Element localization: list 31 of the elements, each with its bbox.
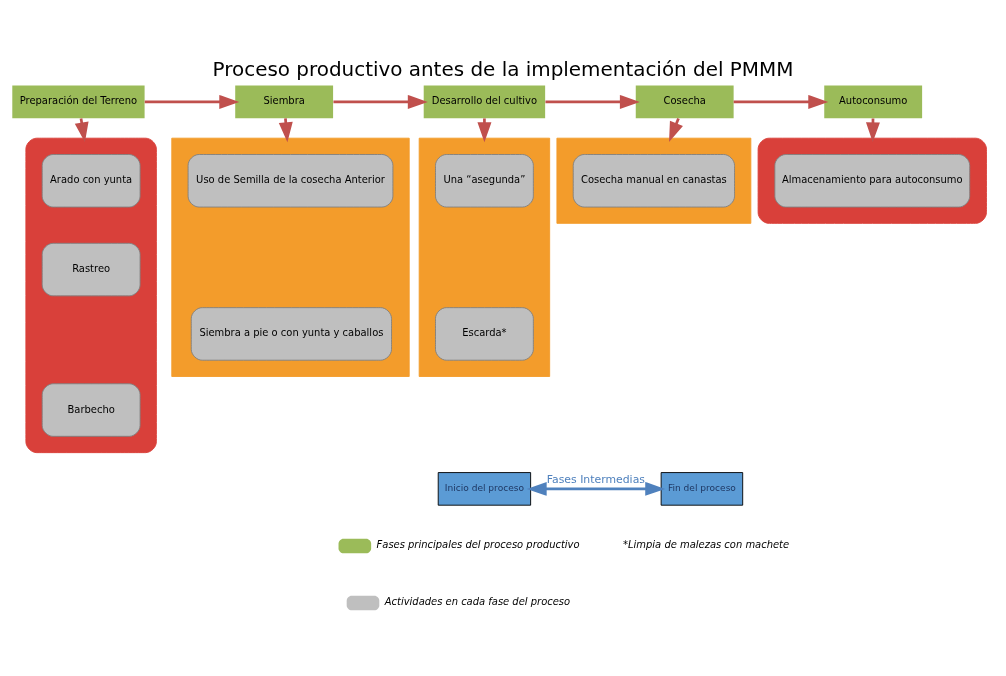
cluster xyxy=(556,137,752,224)
node-box: Preparación del Terreno xyxy=(12,85,145,119)
node-box: Almacenamiento para autoconsumo xyxy=(774,154,971,208)
arrow xyxy=(545,94,640,109)
diagram-title: Proceso productivo antes de la implementación del PMMM xyxy=(212,58,794,82)
node-box: Siembra xyxy=(235,85,334,119)
arrow xyxy=(733,94,829,109)
node-box: Fin del proceso xyxy=(660,472,744,506)
node-box: Siembra a pie o con yunta y caballos xyxy=(190,307,392,361)
node-box: Arado con yunta xyxy=(41,154,141,208)
label: *Limpia de malezas con machete xyxy=(623,538,790,550)
legend-label: Fases principales del proceso productivo xyxy=(376,538,580,550)
cluster xyxy=(418,137,551,377)
cluster xyxy=(25,137,157,454)
node-box: Inicio del proceso xyxy=(437,472,532,506)
node-box: Rastreo xyxy=(41,242,141,297)
node-box: Escarda* xyxy=(435,307,534,361)
arrow xyxy=(144,94,240,109)
arrow xyxy=(526,481,666,496)
node-box: Autoconsumo xyxy=(824,85,923,119)
legend-label: Actividades en cada fase del proceso xyxy=(384,595,571,607)
arrow xyxy=(333,94,428,109)
node-box: Cosecha xyxy=(635,85,734,119)
cluster xyxy=(757,137,987,224)
node-box: Desarrollo del cultivo xyxy=(423,85,546,119)
cluster xyxy=(171,137,410,377)
node-box: Cosecha manual en canastas xyxy=(572,154,735,208)
node-box: Una “asegunda” xyxy=(435,154,534,208)
node-box: Barbecho xyxy=(41,383,141,437)
node-box: Uso de Semilla de la cosecha Anterior xyxy=(187,154,394,208)
edge-label: Fases Intermedias xyxy=(546,473,645,487)
